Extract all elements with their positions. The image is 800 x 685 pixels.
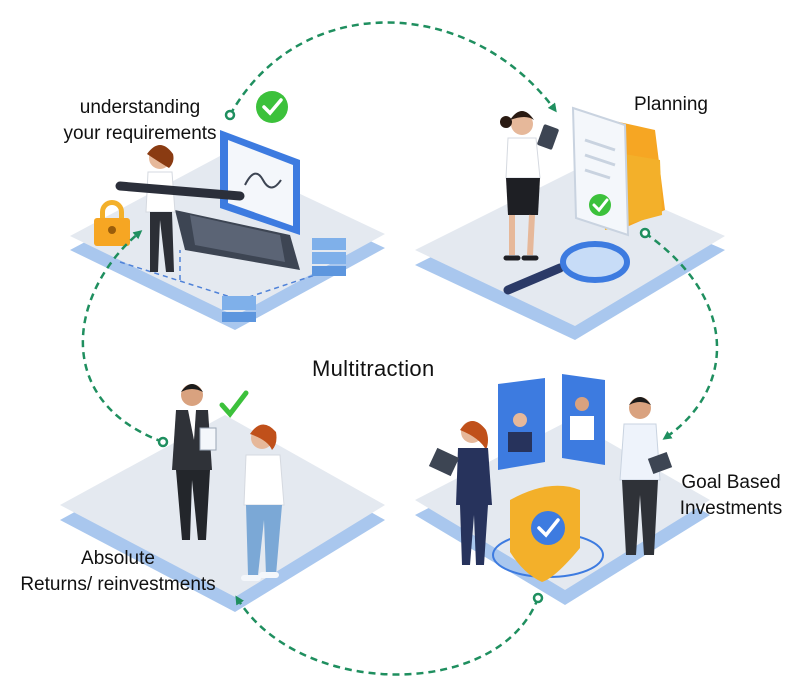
arrow-planning-to-goal: [644, 231, 719, 440]
padlock-icon: [94, 200, 130, 246]
center-title: Multitraction: [312, 356, 435, 381]
magnifier-icon: [503, 241, 630, 295]
businessman-figure: [172, 384, 217, 540]
woman-with-pen-figure: [115, 145, 245, 272]
step-requirements-line2: your requirements: [63, 123, 217, 144]
shield-check-icon: [510, 485, 580, 582]
check-mark-icon: [219, 390, 249, 418]
step-goal-line1: Goal Based: [681, 472, 781, 493]
step-planning-label: Planning: [634, 92, 708, 118]
platform-requirements: [70, 91, 385, 330]
laptop-icon: [175, 130, 300, 270]
server-box-icon: [222, 296, 256, 322]
woman-in-white-figure: [241, 424, 285, 581]
man-with-tablet-figure: [619, 397, 673, 555]
step-goal-label: Goal Based Investments: [668, 470, 794, 522]
step-returns-line1: Absolute: [81, 548, 155, 569]
step-requirements-label: understanding your requirements: [40, 95, 240, 147]
woman-with-clipboard-figure: [428, 421, 492, 565]
step-returns-label: Absolute Returns/ reinvestments: [4, 546, 232, 598]
step-requirements-line1: understanding: [79, 97, 201, 118]
arrow-goal-to-returns: [235, 595, 540, 676]
step-goal-line2: Investments: [679, 498, 783, 519]
server-stack-icon: [312, 238, 346, 276]
video-call-card-right: [562, 374, 605, 465]
step-returns-line2: Returns/ reinvestments: [20, 574, 216, 595]
document-check-icon: [589, 194, 611, 216]
step-planning-line1: Planning: [634, 94, 708, 115]
check-badge-icon: [256, 91, 288, 123]
platform-planning: [415, 106, 725, 340]
platform-goal-investments: [415, 374, 710, 605]
cycle-arrows: [81, 21, 719, 676]
platform-absolute-returns: [60, 384, 385, 612]
video-call-card-left: [498, 378, 545, 470]
woman-with-tablet-figure: [500, 111, 559, 261]
document-icon: [571, 106, 630, 237]
arrow-returns-to-requirements: [81, 230, 164, 444]
